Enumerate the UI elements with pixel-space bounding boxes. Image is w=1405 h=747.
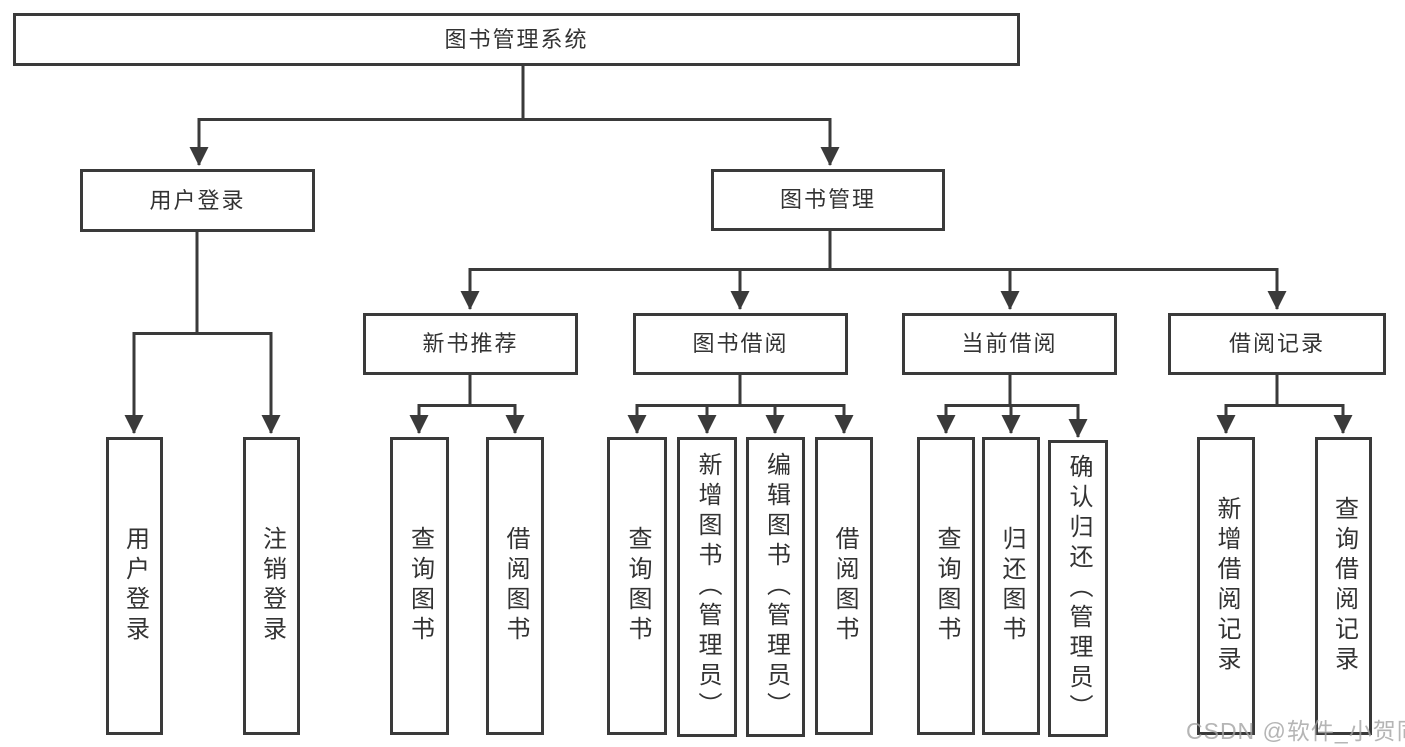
node-label: 图书管理系统 bbox=[444, 26, 589, 52]
csdn-watermark: CSDN @软件_小贺同学 bbox=[1186, 718, 1405, 744]
node-label: 新增图书（管理员） bbox=[694, 452, 721, 722]
node-label: 查询图书 bbox=[933, 526, 960, 646]
node-current-borrow: 当前借阅 bbox=[902, 313, 1117, 375]
node-label: 借阅图书 bbox=[502, 526, 529, 646]
leaf-query-books-borrow: 查询图书 bbox=[607, 437, 667, 735]
node-label: 确认归还（管理员） bbox=[1065, 453, 1092, 724]
leaf-add-borrow-record: 新增借阅记录 bbox=[1197, 437, 1255, 735]
node-book-management: 图书管理 bbox=[711, 169, 945, 231]
node-label: 新书推荐 bbox=[422, 331, 519, 356]
node-label: 编辑图书（管理员） bbox=[762, 452, 790, 722]
node-borrow-records: 借阅记录 bbox=[1168, 313, 1386, 375]
leaf-borrow-books: 借阅图书 bbox=[815, 437, 873, 735]
node-label: 借阅图书 bbox=[831, 526, 858, 646]
leaf-return-books: 归还图书 bbox=[982, 437, 1040, 735]
node-label: 当前借阅 bbox=[961, 331, 1058, 356]
node-label: 查询借阅记录 bbox=[1330, 496, 1358, 676]
leaf-borrow-books-recommend: 借阅图书 bbox=[486, 437, 544, 735]
node-new-book-recommend: 新书推荐 bbox=[363, 313, 578, 375]
leaf-user-login: 用户登录 bbox=[106, 437, 163, 735]
node-label: 借阅记录 bbox=[1228, 331, 1325, 356]
leaf-query-books-current: 查询图书 bbox=[917, 437, 975, 735]
node-label: 归还图书 bbox=[998, 526, 1025, 646]
leaf-confirm-return-admin: 确认归还（管理员） bbox=[1048, 440, 1108, 737]
node-book-borrow: 图书借阅 bbox=[633, 313, 848, 375]
node-label: 查询图书 bbox=[624, 526, 651, 646]
node-label: 图书借阅 bbox=[692, 331, 789, 356]
node-label: 新增借阅记录 bbox=[1213, 496, 1240, 676]
leaf-query-borrow-record: 查询借阅记录 bbox=[1315, 437, 1372, 735]
leaf-logout: 注销登录 bbox=[243, 437, 300, 735]
node-label: 用户登录 bbox=[149, 187, 246, 213]
node-label: 注销登录 bbox=[258, 526, 286, 646]
leaf-query-books-recommend: 查询图书 bbox=[390, 437, 449, 735]
node-label: 查询图书 bbox=[406, 526, 434, 646]
node-user-login: 用户登录 bbox=[80, 169, 315, 232]
node-label: 用户登录 bbox=[121, 526, 149, 646]
leaf-add-books-admin: 新增图书（管理员） bbox=[677, 437, 737, 737]
leaf-edit-books-admin: 编辑图书（管理员） bbox=[746, 437, 805, 737]
node-label: 图书管理 bbox=[779, 187, 876, 212]
node-library-system: 图书管理系统 bbox=[13, 13, 1020, 66]
